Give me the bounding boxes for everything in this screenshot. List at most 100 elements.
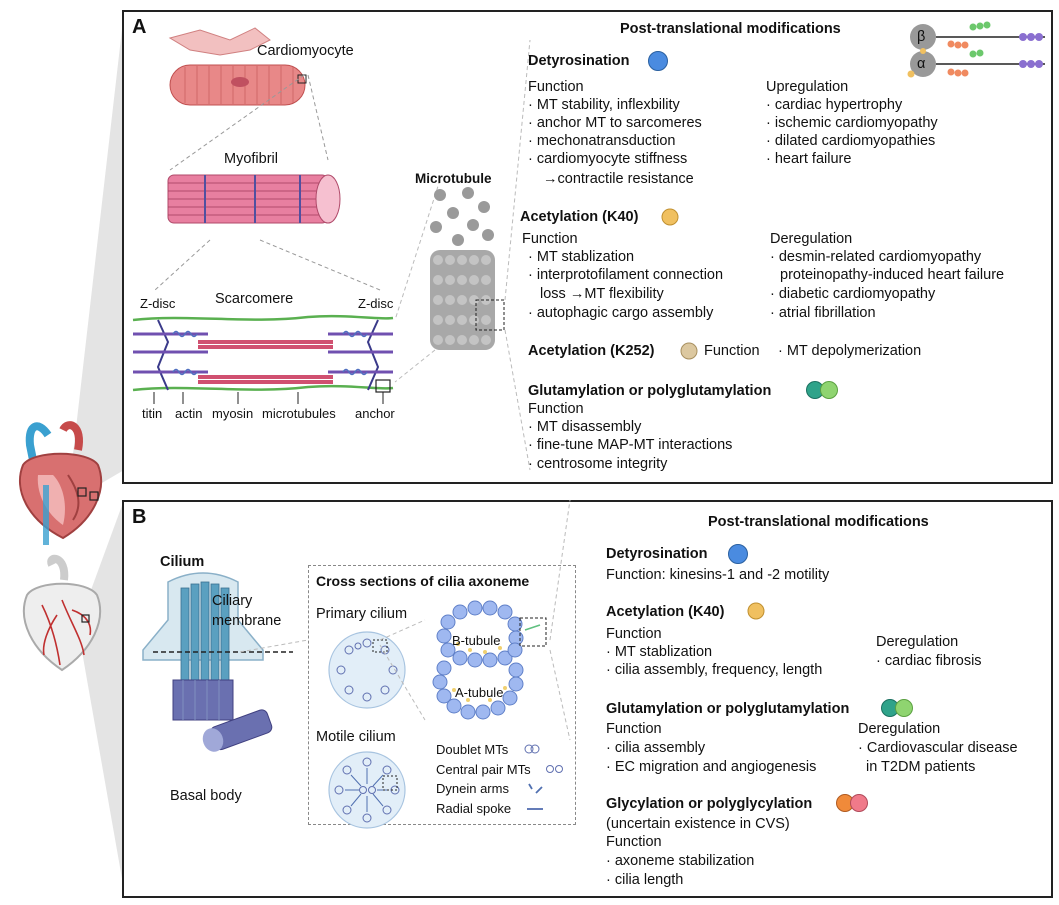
central-pair-mts-label: Central pair MTs (436, 762, 531, 777)
a-detyr-func-4: · cardiomyocyte stiffness (528, 151, 688, 167)
heart-illustration (18, 421, 103, 545)
b-acet-k40-reg-1: · cardiac fibrosis (876, 653, 982, 669)
b-detyrosination-icon (728, 544, 748, 564)
a-detyr-function-title: Function (528, 79, 584, 95)
cilium-label: Cilium (160, 554, 205, 570)
b-acet-k40-title: Acetylation (K40) (606, 604, 725, 620)
a-glutam-func-3: · centrosome integrity (528, 456, 668, 472)
a-detyrosination-title: Detyrosination (528, 53, 630, 69)
motile-cilium-cross-section (328, 751, 406, 829)
a-detyr-reg-3: · dilated cardiomyopathies (766, 133, 936, 149)
a-glutam-title: Glutamylation or polyglutamylation (528, 383, 772, 399)
b-glycyl-func-1: · axoneme stabilization (606, 853, 755, 869)
microtubules-label: microtubules (262, 406, 336, 421)
a-glutam-function-title: Function (528, 401, 584, 417)
cross-section-box (308, 565, 576, 825)
basal-body-label: Basal body (170, 788, 242, 804)
panel-b-letter: B (132, 506, 147, 528)
beta-label: β (917, 29, 926, 45)
b-glutam-func-2: · EC migration and angiogenesis (606, 759, 817, 775)
primary-cilium-label: Primary cilium (316, 606, 408, 622)
b-glycyl-note: (uncertain existence in CVS) (606, 816, 790, 832)
panel-a-letter: A (132, 16, 147, 38)
cilium-illustration (142, 572, 293, 752)
a-glutam-func-1: · MT disassembly (528, 419, 642, 435)
doublet-mts-label: Doublet MTs (436, 742, 509, 757)
a-acet-k40-func-1: · MT stablization (528, 249, 635, 265)
cross-sections-label: Cross sections of cilia axoneme (316, 573, 530, 589)
sarcomere-illustration (132, 314, 394, 404)
cardiomyocyte-label: Cardiomyocyte (257, 43, 354, 59)
panel-a-ptm-header: Post-translational modifications (620, 21, 841, 37)
b-detyrosination-title: Detyrosination (606, 546, 708, 562)
titin-label: titin (142, 406, 163, 421)
zoom-lines-a (154, 74, 441, 383)
a-detyr-reg-title: Upregulation (766, 79, 849, 95)
b-glutam-reg-title: Deregulation (858, 721, 941, 737)
b-acet-k40-function-title: Function (606, 626, 662, 642)
a-acet-k252-function-title: Function (704, 343, 760, 359)
microtubule-label: Microtubule (415, 171, 492, 186)
a-acet-k40-reg-title: Deregulation (770, 231, 853, 247)
glutamylation-icon (806, 381, 838, 399)
zoom-lines-b (239, 639, 309, 653)
b-detyr-function-line: Function: kinesins-1 and -2 motility (606, 567, 830, 583)
a-acet-k40-title: Acetylation (K40) (520, 209, 639, 225)
a-acet-k252-func-1: · MT depolymerization (778, 343, 922, 359)
b-glycyl-func-2: · cilia length (606, 872, 684, 888)
myofibril-illustration (167, 174, 341, 224)
b-acet-k40-func-1: · MT stablization (606, 644, 713, 660)
a-acet-k40-reg-3: · diabetic cardiomyopathy (770, 286, 936, 302)
detyrosination-icon (648, 51, 668, 71)
a-tubule-label: A-tubule (455, 685, 504, 700)
myofibril-label: Myofibril (224, 151, 278, 167)
b-glutamylation-icon (881, 699, 913, 717)
zoom-lines-cs (379, 499, 571, 741)
glycylation-icon (836, 794, 868, 812)
anchor-label: anchor (355, 406, 395, 421)
b-glutam-title: Glutamylation or polyglutamylation (606, 701, 850, 717)
b-glycyl-function-title: Function (606, 834, 662, 850)
radial-spoke-icon (527, 808, 543, 810)
a-acet-k40-func-3: loss →MT flexibility (540, 286, 664, 302)
ciliary-membrane-label-2: membrane (212, 613, 282, 629)
b-acetylation-k40-icon (747, 602, 765, 620)
alpha-label: α (917, 56, 926, 72)
a-acet-k40-func-4: · autophagic cargo assembly (528, 305, 714, 321)
central-pair-mts-icon (546, 765, 563, 773)
dynein-arms-icon (528, 783, 543, 794)
panel-b-ptm-header: Post-translational modifications (708, 514, 929, 530)
doublet-detail-illustration (432, 600, 547, 720)
a-acet-k40-reg-4: · atrial fibrillation (770, 305, 876, 321)
panel-b: B (122, 500, 1053, 898)
a-detyr-reg-2: · ischemic cardiomyopathy (766, 115, 938, 131)
doublet-mts-icon (524, 744, 540, 754)
acetylation-k40-icon (661, 208, 679, 226)
acetylation-k252-icon (680, 342, 698, 360)
b-glutam-reg-2: in T2DM patients (866, 759, 976, 775)
a-detyr-func-1: · MT stability, inflexbility (528, 97, 680, 113)
a-acet-k40-function-title: Function (522, 231, 578, 247)
cardiomyocyte-illustration (168, 27, 307, 106)
radial-spoke-label: Radial spoke (436, 801, 512, 816)
dynein-arms-label: Dynein arms (436, 781, 509, 796)
b-glutam-func-1: · cilia assembly (606, 740, 706, 756)
a-detyr-func-5: →contractile resistance (543, 171, 694, 187)
heart-vessels-illustration (22, 554, 102, 672)
b-acet-k40-reg-title: Deregulation (876, 634, 959, 650)
zdisc-left-label: Z-disc (140, 296, 176, 311)
a-acet-k40-reg-2: proteinopathy-induced heart failure (780, 267, 1005, 283)
zdisc-right-label: Z-disc (358, 296, 394, 311)
b-glutam-reg-1: · Cardiovascular disease (858, 740, 1018, 756)
zoom-lines-mt (504, 39, 531, 471)
b-glutam-function-title: Function (606, 721, 662, 737)
a-detyr-reg-4: · heart failure (766, 151, 852, 167)
a-detyr-func-2: · anchor MT to sarcomeres (528, 115, 702, 131)
motile-cilium-label: Motile cilium (316, 729, 396, 745)
ciliary-membrane-label-1: Ciliary (212, 593, 253, 609)
primary-cilium-cross-section (328, 631, 406, 709)
a-detyr-reg-1: · cardiac hypertrophy (766, 97, 903, 113)
tubulin-dimer-icon (907, 21, 1045, 78)
b-glycyl-title: Glycylation or polyglycylation (606, 796, 813, 812)
a-glutam-func-2: · fine-tune MAP-MT interactions (528, 437, 733, 453)
